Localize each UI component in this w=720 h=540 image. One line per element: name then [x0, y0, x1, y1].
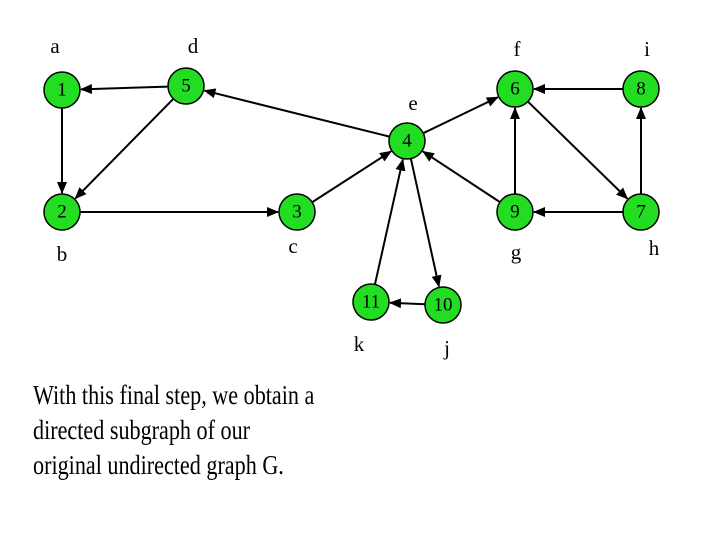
vertex-labels-layer: a b c d e f g h i j k: [50, 34, 659, 360]
node-circle: [43, 71, 81, 109]
node-circle: [496, 193, 534, 231]
vertex-label-e: e: [408, 91, 417, 115]
edge-4-to-5: [203, 88, 390, 138]
vertex-label-g: g: [511, 240, 522, 264]
node-number: 3: [292, 201, 302, 222]
vertex-label-i: i: [644, 37, 650, 61]
node-number: 10: [434, 294, 453, 315]
node-number: 5: [181, 75, 191, 96]
node-5: 5: [167, 67, 205, 105]
node-number: 2: [57, 201, 67, 222]
node-3: 3: [278, 193, 316, 231]
vertex-label-h: h: [649, 236, 660, 260]
node-number: 4: [402, 130, 412, 151]
node-circle: [622, 193, 660, 231]
caption-line-1: With this final step, we obtain a: [33, 380, 315, 410]
edges-layer: [57, 84, 646, 309]
caption-line-2: directed subgraph of our: [33, 415, 251, 445]
node-number: 6: [510, 78, 520, 99]
vertex-label-k: k: [354, 332, 365, 356]
node-number: 7: [636, 201, 646, 222]
node-1: 1: [43, 71, 81, 109]
edge-10-to-11: [388, 298, 426, 309]
vertex-label-c: c: [288, 234, 297, 258]
node-10: 10: [424, 286, 462, 324]
edge-5-to-2: [74, 98, 175, 200]
vertex-label-b: b: [57, 242, 68, 266]
node-number: 9: [510, 201, 520, 222]
node-circle: [388, 122, 426, 160]
node-number: 1: [57, 79, 67, 100]
edge-6-to-7: [527, 100, 629, 200]
node-circle: [496, 70, 534, 108]
node-number: 8: [636, 78, 646, 99]
node-circle: [352, 283, 390, 321]
edge-5-to-1: [79, 84, 169, 95]
node-6: 6: [496, 70, 534, 108]
node-11: 11: [352, 283, 390, 321]
node-circle: [43, 193, 81, 231]
caption: With this final step, we obtain a direct…: [33, 378, 361, 483]
edge-11-to-4: [373, 158, 406, 285]
node-8: 8: [622, 70, 660, 108]
node-circle: [622, 70, 660, 108]
edge-9-to-4: [422, 150, 501, 203]
node-4: 4: [388, 122, 426, 160]
node-9: 9: [496, 193, 534, 231]
edge-4-to-6: [422, 96, 499, 135]
vertex-label-d: d: [188, 34, 199, 58]
node-number: 11: [362, 291, 380, 312]
vertex-label-j: j: [443, 336, 450, 360]
edge-4-to-10: [409, 158, 442, 288]
node-2: 2: [43, 193, 81, 231]
edge-3-to-4: [311, 150, 392, 204]
vertex-label-f: f: [514, 37, 521, 61]
nodes-layer: 1 2 3 5 4 6 9 7 8 10 11: [43, 67, 660, 324]
node-circle: [424, 286, 462, 324]
node-circle: [278, 193, 316, 231]
caption-line-3: original undirected graph G.: [33, 450, 284, 480]
node-7: 7: [622, 193, 660, 231]
node-circle: [167, 67, 205, 105]
vertex-label-a: a: [50, 34, 60, 58]
